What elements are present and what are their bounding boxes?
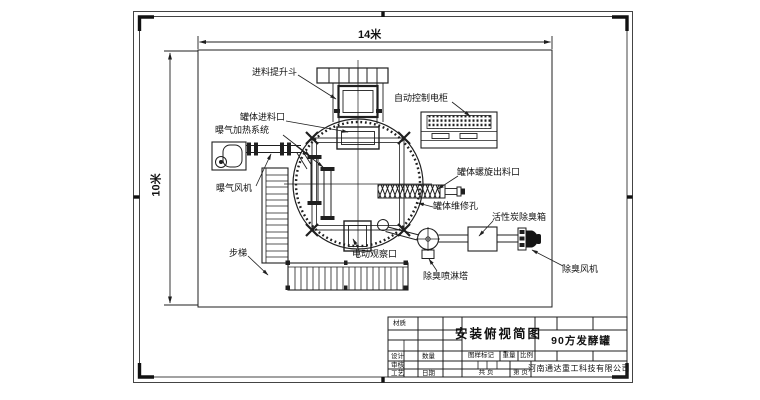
control-cabinet — [420, 111, 498, 149]
leader-lines — [247, 74, 564, 276]
dimension-height — [164, 50, 198, 306]
stairs-shape — [261, 167, 409, 291]
label-aeration-heating: 曝气加热系统 — [215, 125, 270, 135]
label-maintenance-hole: 罐体维修孔 — [433, 201, 479, 211]
tb-scale: 比例 — [520, 352, 533, 359]
label-control-cabinet: 自动控制电柜 — [394, 93, 449, 103]
tank-inner-frame — [311, 137, 405, 231]
dim-height-label: 10米 — [150, 173, 163, 197]
aeration-fan-assembly — [211, 141, 301, 171]
site-boundary — [197, 49, 553, 308]
carbon-box-shape — [467, 226, 498, 252]
cabinet-vent-grid — [426, 115, 492, 129]
label-feed-elevator: 进料提升斗 — [252, 67, 298, 77]
stairs-vertical-flight — [261, 167, 289, 264]
tb-drawing-title: 安装俯视简图 — [455, 327, 543, 341]
deodorization-line — [377, 219, 541, 259]
tb-page-no: 第 页 — [513, 369, 528, 376]
tb-drawing-mark: 图样标记 — [468, 352, 494, 359]
deodor-fan-shape — [517, 227, 541, 251]
tb-process: 工艺 — [391, 369, 404, 377]
tank — [284, 60, 465, 258]
stairs-horizontal-flight — [287, 262, 409, 291]
label-stairs: 步梯 — [229, 248, 248, 258]
tb-weight: 重量 — [502, 352, 516, 359]
tb-total-pages: 共 页 — [478, 369, 494, 376]
tb-material: 材质 — [393, 320, 406, 327]
corner-gussets — [305, 131, 411, 237]
tb-company-name: 河南通达重工科技有限公司 — [528, 364, 630, 373]
tb-review: 审核 — [391, 361, 404, 369]
dimension-width — [197, 36, 553, 49]
label-aeration-fan: 曝气风机 — [216, 183, 253, 193]
elevator-hopper — [337, 84, 379, 119]
label-screw-outlet: 罐体螺旋出料口 — [457, 167, 521, 177]
aeration-pipes — [296, 149, 335, 220]
label-carbon-box: 活性炭除臭箱 — [492, 212, 547, 222]
stair-posts — [285, 260, 408, 290]
tb-design: 设计 — [391, 353, 404, 360]
tank-outlet-flange — [377, 219, 389, 231]
label-observation-port: 电动观察口 — [352, 249, 398, 259]
title-block-grid — [387, 316, 628, 378]
tb-quantity: 数量 — [422, 353, 435, 360]
tb-date: 日期 — [422, 369, 435, 377]
label-tank-inlet: 罐体进料口 — [240, 112, 286, 122]
dim-width-label: 14米 — [358, 29, 382, 41]
fan-motor — [215, 156, 227, 168]
feed-elevator — [316, 67, 389, 124]
spray-tower-shape — [416, 227, 440, 259]
label-spray-tower: 除臭喷淋塔 — [423, 271, 469, 281]
tank-inlet-opening — [336, 126, 380, 150]
screw-conveyor — [377, 184, 465, 199]
label-deodor-fan: 除臭风机 — [562, 264, 599, 274]
tb-product-name: 90方发酵罐 — [551, 334, 611, 347]
